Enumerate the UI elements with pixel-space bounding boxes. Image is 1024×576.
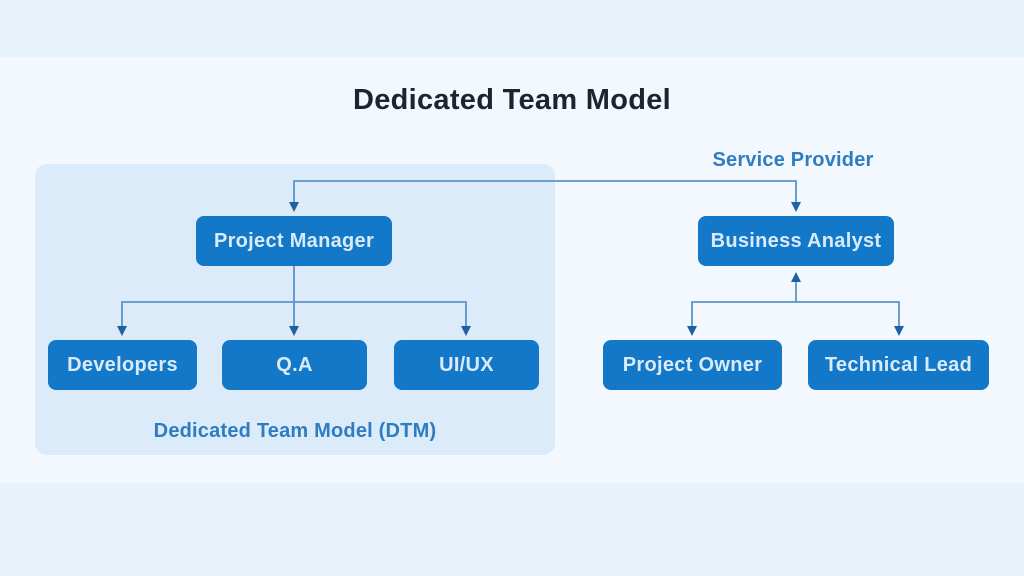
- page-title: Dedicated Team Model: [352, 84, 672, 116]
- service-provider-label: Service Provider: [712, 149, 874, 171]
- node-uiux: UI/UX: [394, 340, 539, 390]
- node-project-manager: Project Manager: [196, 216, 392, 266]
- dtm-caption-label: Dedicated Team Model (DTM): [153, 420, 437, 442]
- node-qa: Q.A: [222, 340, 367, 390]
- node-developers: Developers: [48, 340, 197, 390]
- node-business-analyst: Business Analyst: [698, 216, 894, 266]
- node-technical-lead: Technical Lead: [808, 340, 989, 390]
- node-project-owner: Project Owner: [603, 340, 782, 390]
- dtm-group-panel: [35, 164, 555, 455]
